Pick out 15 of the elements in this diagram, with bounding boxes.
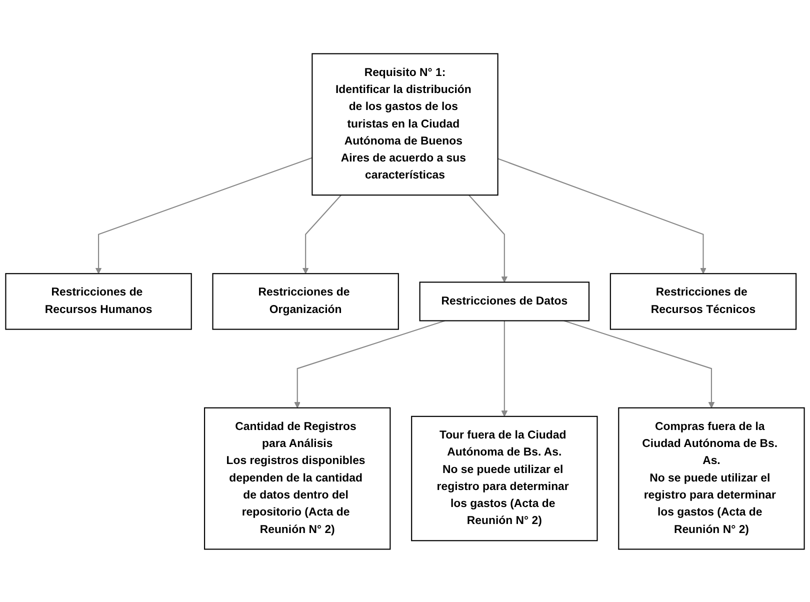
node-box: Restricciones de Datos: [419, 281, 590, 321]
arrow: [498, 158, 706, 274]
arrow: [302, 194, 342, 274]
arrow: [501, 320, 508, 416]
arrow: [468, 194, 508, 282]
node-box: Restricciones de Organización: [212, 272, 399, 330]
node-box: Restricciones de Recursos Técnicos: [610, 272, 797, 330]
node-box: Tour fuera de la Ciudad Autónoma de Bs. As. No se puede utilizar el registro para determinar los gastos (Acta de Reunión N° 2): [411, 415, 598, 541]
arrow: [294, 320, 446, 408]
node-box: Cantidad de Registros para Análisis Los registros disponibles dependen de la cantidad de datos dentro del repositorio (Acta de Reunión N° 2): [204, 406, 391, 550]
arrow: [95, 156, 312, 274]
arrow: [564, 320, 715, 408]
node-box: Requisito N° 1: Identificar la distribución de los gastos de los turistas en la Ciudad Autónoma de Buenos Aires de acuerdo a sus características: [312, 52, 498, 196]
node-box: Compras fuera de la Ciudad Autónoma de Bs. As. No se puede utilizar el registro para determinar los gastos (Acta de Reunión N° 2): [618, 406, 805, 550]
node-box: Restricciones de Recursos Humanos: [5, 272, 192, 330]
